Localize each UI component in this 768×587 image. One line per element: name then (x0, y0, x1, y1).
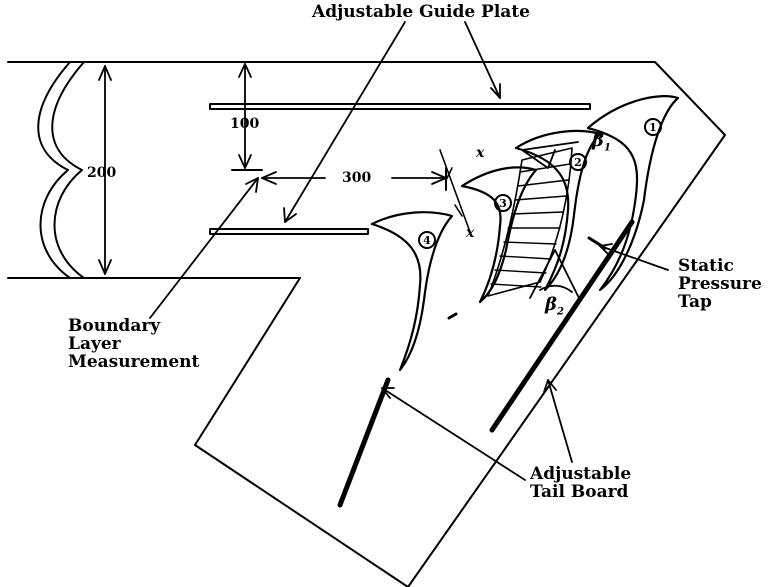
dim-200-arrow-top (98, 65, 112, 81)
blade-1 (586, 95, 680, 292)
boundary-line-2: Layer (68, 333, 121, 354)
dim-100-arrow-top (238, 63, 252, 78)
blade-2-number: 2 (574, 156, 582, 169)
label-x-axis-bottom: x (466, 225, 475, 241)
static-line-1: Static (678, 256, 734, 276)
label-boundary-layer-measurement: Boundary Layer Measurement (68, 316, 200, 372)
label-dim-100: 100 (230, 116, 260, 132)
leader-tail-board-left (381, 387, 526, 481)
hatch-lines (490, 163, 571, 288)
traverse-axis (439, 149, 471, 233)
tail-line-2: Tail Board (530, 481, 629, 502)
velocity-profile-region (487, 147, 573, 297)
label-adjustable-tail-board: Adjustable Tail Board (530, 464, 632, 502)
beta2-symbol: β (545, 294, 557, 315)
upper-guide-plate (209, 103, 591, 110)
static-line-2: Pressure (678, 273, 762, 294)
label-dim-200: 200 (87, 165, 117, 181)
tail-board-left (337, 377, 391, 508)
blade-1-circle (644, 118, 662, 136)
label-beta2: β2 (545, 294, 564, 318)
blade-2-circle (569, 153, 587, 171)
dim-200-arrow-bottom (98, 259, 112, 275)
label-dim-300: 300 (342, 170, 372, 186)
tunnel-outline (7, 61, 726, 587)
boundary-line-3: Measurement (68, 351, 200, 372)
blade-4-number: 4 (423, 234, 431, 247)
break-line-right (51, 61, 85, 279)
break-line-left (37, 61, 71, 279)
blade-3-number: 3 (499, 197, 507, 210)
lower-guide-plate (209, 228, 369, 235)
beta1-subscript: 1 (603, 142, 611, 154)
beta1-symbol: β (592, 130, 604, 151)
blade-4-circle (418, 231, 436, 249)
leader-guide-lower (284, 21, 406, 223)
leader-tail-board-right (547, 379, 573, 463)
blade-4 (370, 211, 454, 372)
beta1-angle-marks (521, 141, 579, 169)
dim-100-arrow-bottom (238, 154, 252, 169)
leader-boundary-layer (149, 177, 259, 319)
label-x-axis-top: x (476, 145, 485, 161)
tail-line-1: Adjustable (530, 464, 632, 484)
blade-1-number: 1 (649, 121, 657, 134)
blade-2 (514, 129, 602, 292)
beta2-subscript: 2 (556, 306, 564, 318)
label-beta1: β1 (592, 130, 611, 154)
label-adjustable-guide-plate: Adjustable Guide Plate (312, 2, 530, 22)
beta2-angle-marks (529, 249, 581, 301)
blade-3-circle (494, 194, 512, 212)
tail-board-right (489, 219, 635, 433)
blade-3 (460, 166, 538, 304)
static-line-3: Tap (678, 291, 712, 312)
leader-guide-upper (464, 21, 501, 99)
boundary-line-1: Boundary (68, 316, 161, 336)
label-static-pressure-tap: Static Pressure Tap (678, 256, 762, 312)
leader-static-pressure (599, 245, 669, 271)
